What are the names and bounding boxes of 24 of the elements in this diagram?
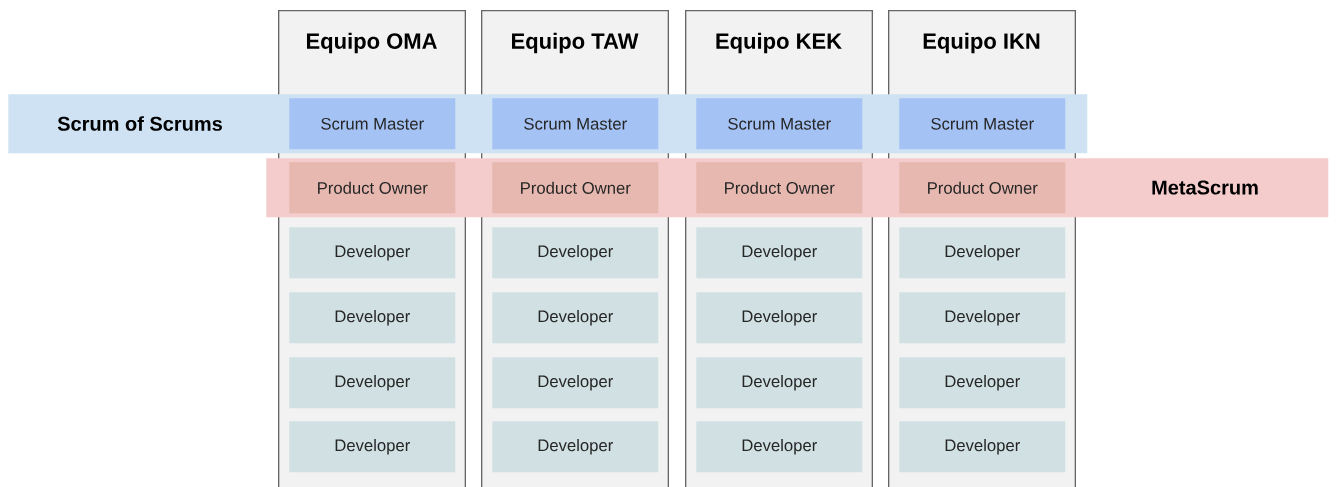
role-box: Scrum Master — [289, 98, 456, 150]
role-box: Product Owner — [492, 162, 659, 214]
role-box: Developer — [289, 292, 456, 344]
role-box: Developer — [289, 421, 456, 473]
role-box: Developer — [696, 421, 863, 473]
role-box: Developer — [492, 357, 659, 409]
role-box: Developer — [899, 292, 1066, 344]
role-box: Scrum Master — [492, 98, 659, 150]
role-box: Developer — [492, 421, 659, 473]
role-box: Developer — [289, 227, 456, 279]
role-box: Product Owner — [289, 162, 456, 214]
role-box: Developer — [696, 357, 863, 409]
role-box: Product Owner — [696, 162, 863, 214]
role-box: Developer — [696, 292, 863, 344]
role-box: Developer — [696, 227, 863, 279]
role-box: Product Owner — [899, 162, 1066, 214]
role-box: Developer — [899, 357, 1066, 409]
role-box: Developer — [899, 421, 1066, 473]
role-box: Developer — [492, 227, 659, 279]
role-box: Developer — [492, 292, 659, 344]
role-box: Scrum Master — [899, 98, 1066, 150]
role-box: Scrum Master — [696, 98, 863, 150]
role-box: Developer — [899, 227, 1066, 279]
role-box: Developer — [289, 357, 456, 409]
